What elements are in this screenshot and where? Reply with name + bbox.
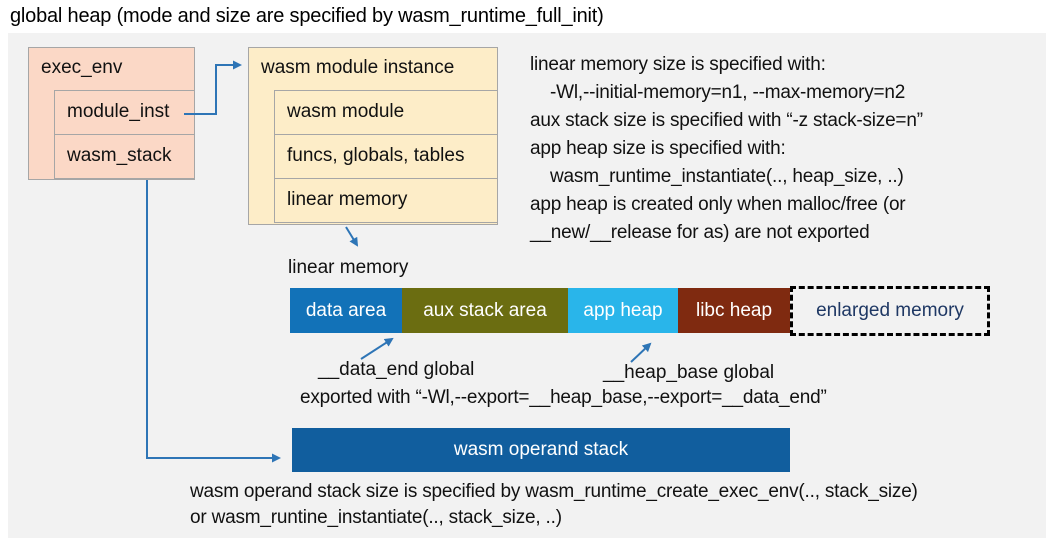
exec-env-box: exec_env module_inst wasm_stack: [28, 47, 195, 180]
note-operand-stack-size-1: wasm operand stack size is specified by …: [190, 481, 918, 502]
memory-segment-data-area: data area: [290, 288, 402, 333]
memory-segment-libc-heap: libc heap: [678, 288, 790, 333]
exec-env-header: exec_env: [41, 57, 123, 78]
instance-row-wasm-module: wasm module: [274, 90, 498, 135]
note-initial-max-memory: -Wl,--initial-memory=n1, --max-memory=n2: [550, 82, 906, 103]
wasm-operand-stack-box: wasm operand stack: [292, 428, 790, 472]
heap-base-global-label: __heap_base global: [603, 362, 775, 383]
diagram-title: global heap (mode and size are specified…: [10, 5, 604, 27]
instance-row-funcs-globals-tables: funcs, globals, tables: [274, 134, 498, 179]
note-runtime-instantiate: wasm_runtime_instantiate(.., heap_size, …: [550, 166, 904, 187]
memory-segment-enlarged-memory: enlarged memory: [790, 286, 990, 336]
memory-segment-app-heap: app heap: [568, 288, 678, 333]
operand-stack-notes: wasm operand stack size is specified by …: [190, 479, 918, 531]
export-note: exported with “-Wl,--export=__heap_base,…: [300, 387, 827, 408]
data-end-global-label: __data_end global: [318, 359, 475, 380]
wasm-module-instance-header: wasm module instance: [261, 57, 455, 78]
exec-env-row-module-inst: module_inst: [54, 90, 195, 135]
exec-env-row-wasm-stack: wasm_stack: [54, 134, 195, 179]
note-linear-memory-size: linear memory size is specified with:: [530, 54, 826, 75]
note-app-heap-created-2: __new/__release for as) are not exported: [530, 222, 870, 243]
linear-memory-label: linear memory: [288, 257, 409, 278]
note-app-heap-created-1: app heap is created only when malloc/fre…: [530, 194, 906, 215]
memory-segment-aux-stack-area: aux stack area: [402, 288, 568, 333]
size-notes-block: linear memory size is specified with: -W…: [530, 51, 923, 247]
note-app-heap-size: app heap size is specified with:: [530, 138, 786, 159]
note-operand-stack-size-2: or wasm_runtine_instantiate(.., stack_si…: [190, 507, 562, 528]
note-aux-stack-size: aux stack size is specified with “-z sta…: [530, 110, 923, 131]
wasm-module-instance-box: wasm module instance wasm module funcs, …: [248, 47, 498, 225]
instance-row-linear-memory: linear memory: [274, 178, 498, 223]
linear-memory-bar: data area aux stack area app heap libc h…: [290, 286, 990, 336]
